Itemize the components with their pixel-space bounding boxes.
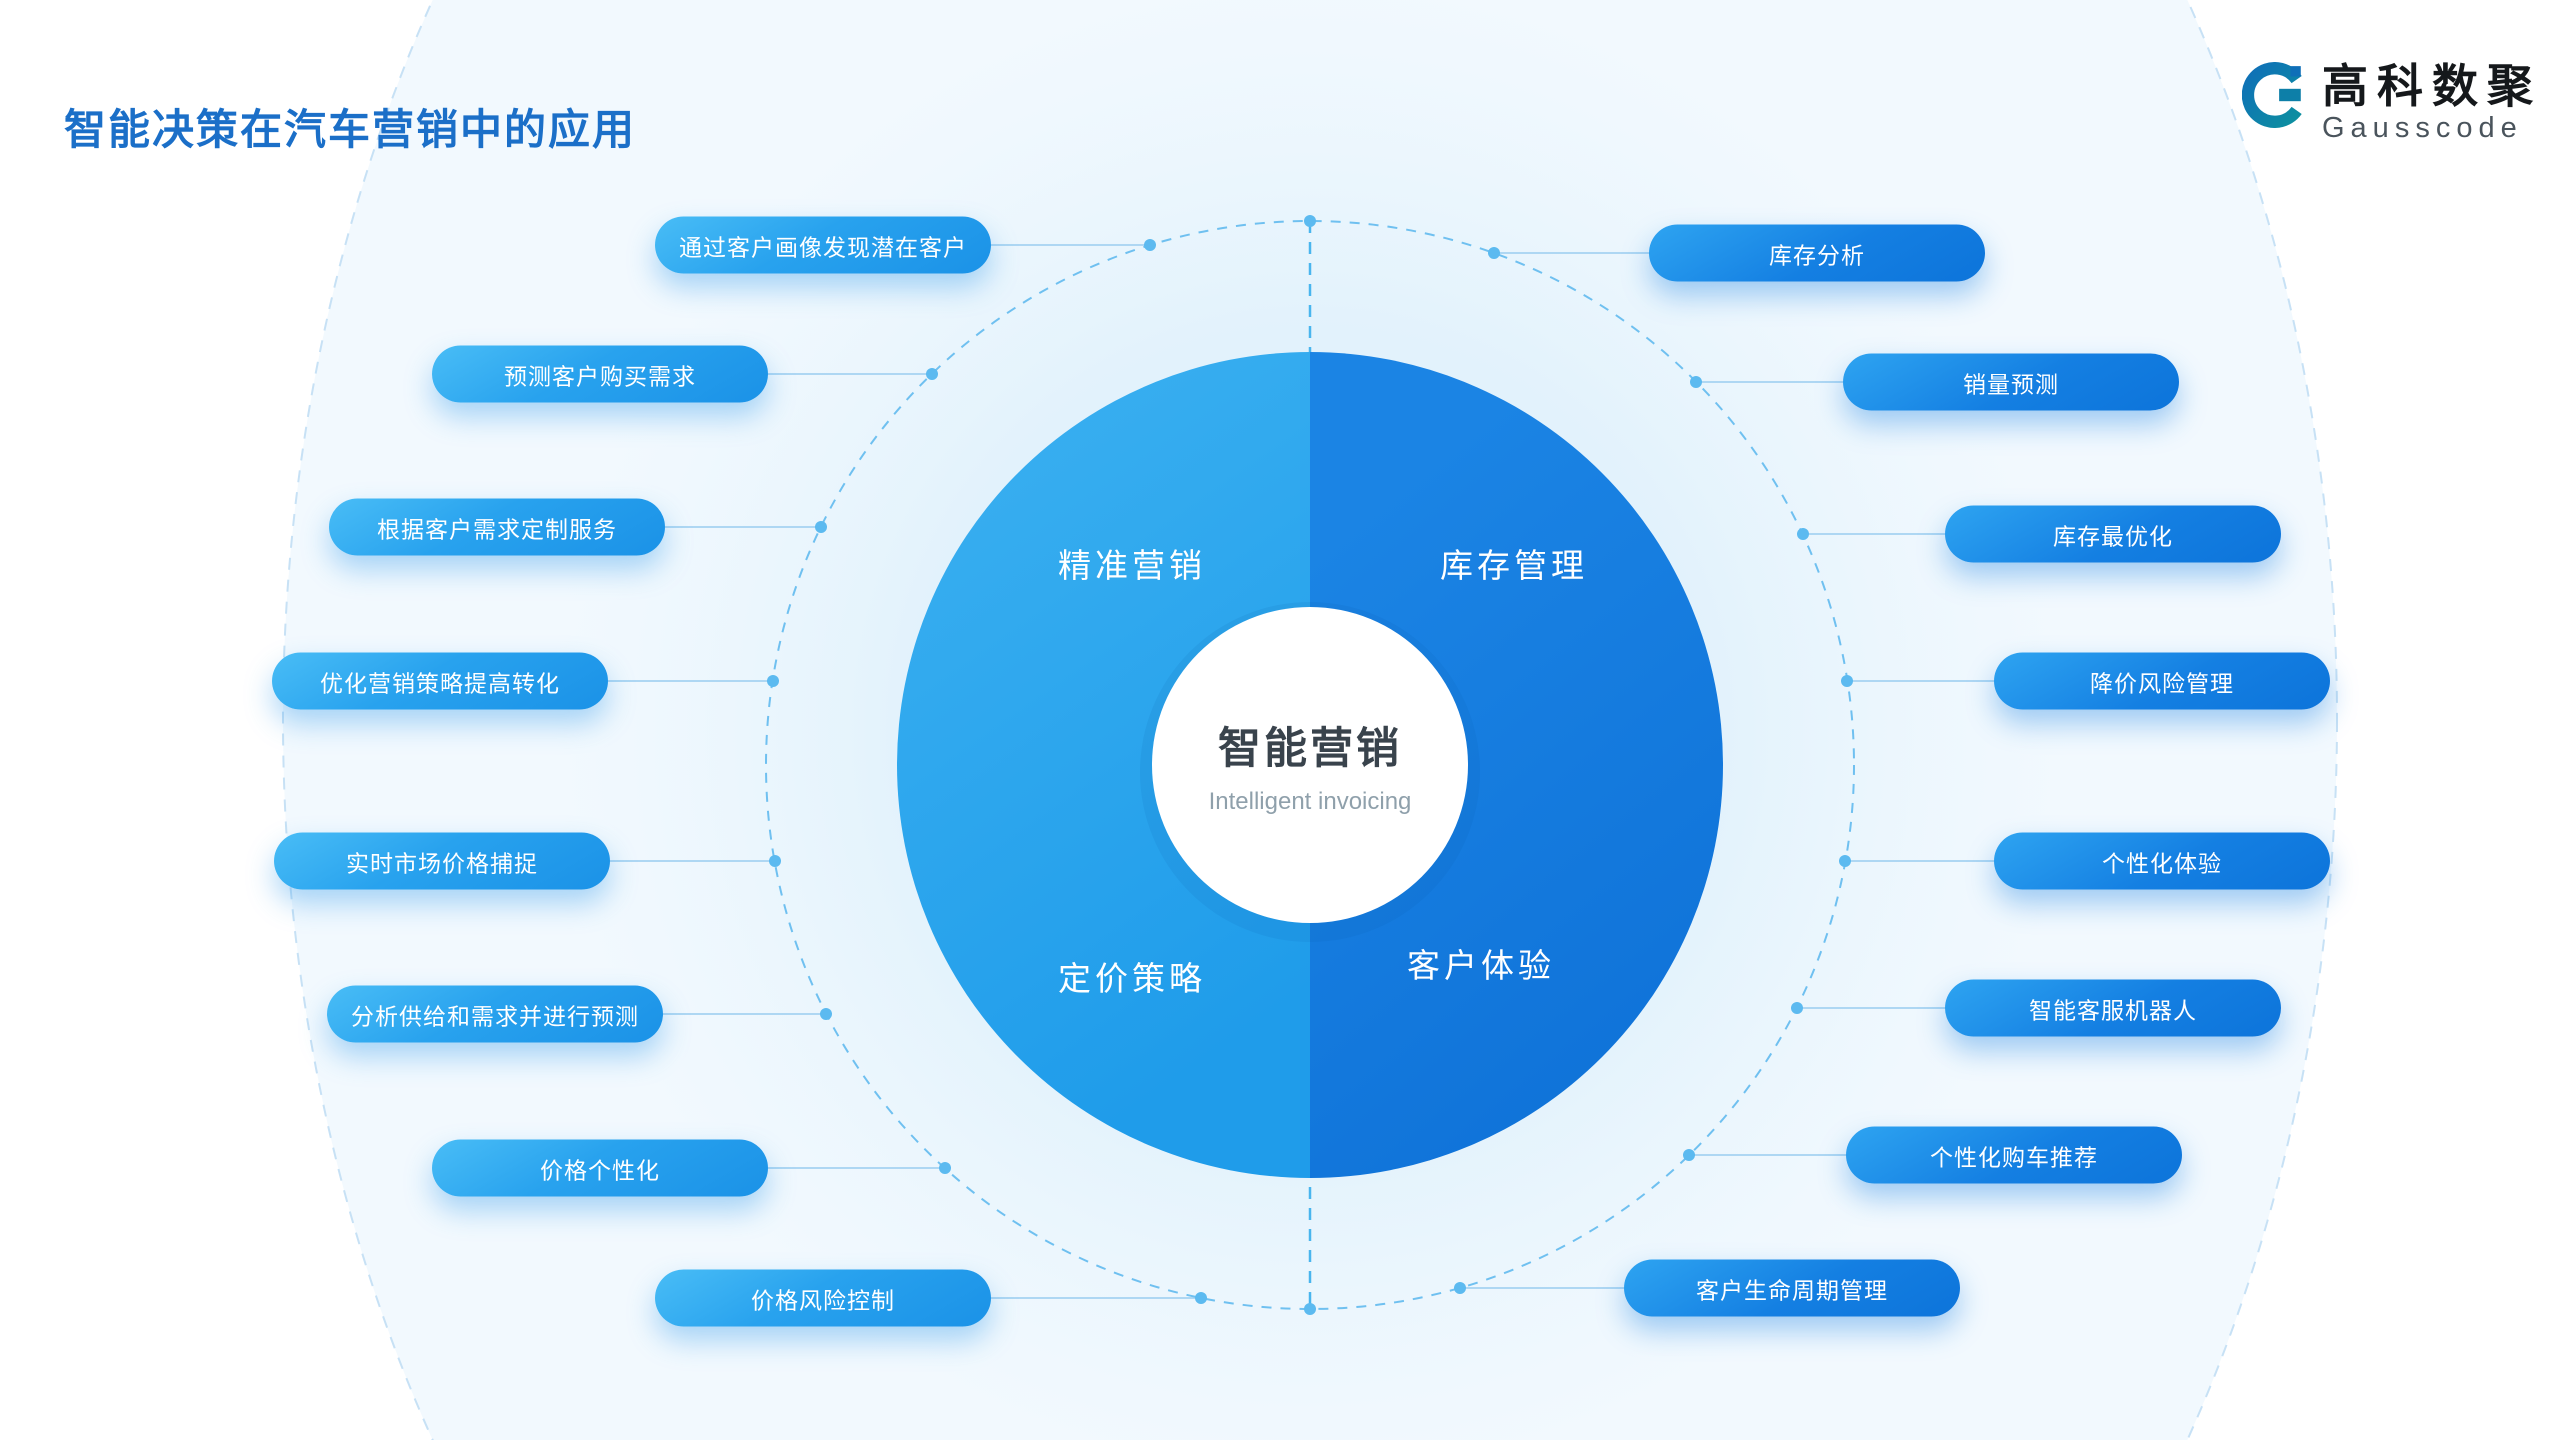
brand-logo: 高科数聚 Gausscode	[2242, 62, 2542, 145]
quadrant-label-precision-marketing: 精准营销	[1058, 547, 1206, 584]
feature-pill-left-1: 通过客户画像发现潜在客户	[655, 216, 991, 274]
main-circle-right-half	[1310, 352, 1723, 1178]
feature-pill-right-4: 降价风险管理	[1994, 652, 2330, 710]
feature-pill-left-4: 优化营销策略提高转化	[272, 652, 608, 710]
main-circle	[897, 352, 1723, 1178]
brand-name: 高科数聚	[2322, 60, 2542, 112]
orbit-dashed-circle	[765, 220, 1855, 1310]
feature-pill-right-7: 个性化购车推荐	[1846, 1126, 2182, 1184]
brand-logo-icon	[2242, 62, 2302, 128]
feature-pill-right-1: 库存分析	[1649, 224, 1985, 282]
quadrant-label-pricing-strategy: 定价策略	[1058, 960, 1206, 997]
hub-title: 智能营销	[1217, 725, 1402, 773]
feature-pill-left-8: 价格风险控制	[655, 1269, 991, 1327]
feature-pill-right-5: 个性化体验	[1994, 832, 2330, 890]
feature-pill-left-2: 预测客户购买需求	[432, 345, 768, 403]
feature-pill-left-3: 根据客户需求定制服务	[329, 498, 665, 556]
feature-pill-right-8: 客户生命周期管理	[1624, 1259, 1960, 1317]
hub-label-group: 智能营销 Intelligent invoicing	[1209, 714, 1412, 816]
brand-name-en: Gausscode	[2322, 112, 2523, 145]
feature-pill-right-3: 库存最优化	[1945, 505, 2281, 563]
connector-dots	[767, 215, 1853, 1315]
feature-pill-left-6: 分析供给和需求并进行预测	[327, 985, 663, 1043]
connector-lines	[608, 244, 1994, 1299]
feature-pill-right-2: 销量预测	[1843, 353, 2179, 411]
hub-white-circle	[1152, 607, 1468, 923]
feature-pill-right-6: 智能客服机器人	[1945, 979, 2281, 1037]
feature-pill-left-7: 价格个性化	[432, 1139, 768, 1197]
page-title: 智能决策在汽车营销中的应用	[64, 106, 637, 153]
hub-subtitle: Intelligent invoicing	[1208, 788, 1412, 815]
feature-pill-left-5: 实时市场价格捕捉	[274, 832, 610, 890]
quadrant-label-inventory-management: 库存管理	[1440, 547, 1588, 584]
quadrant-label-customer-experience: 客户体验	[1407, 947, 1555, 984]
main-circle-left-half	[897, 352, 1310, 1178]
